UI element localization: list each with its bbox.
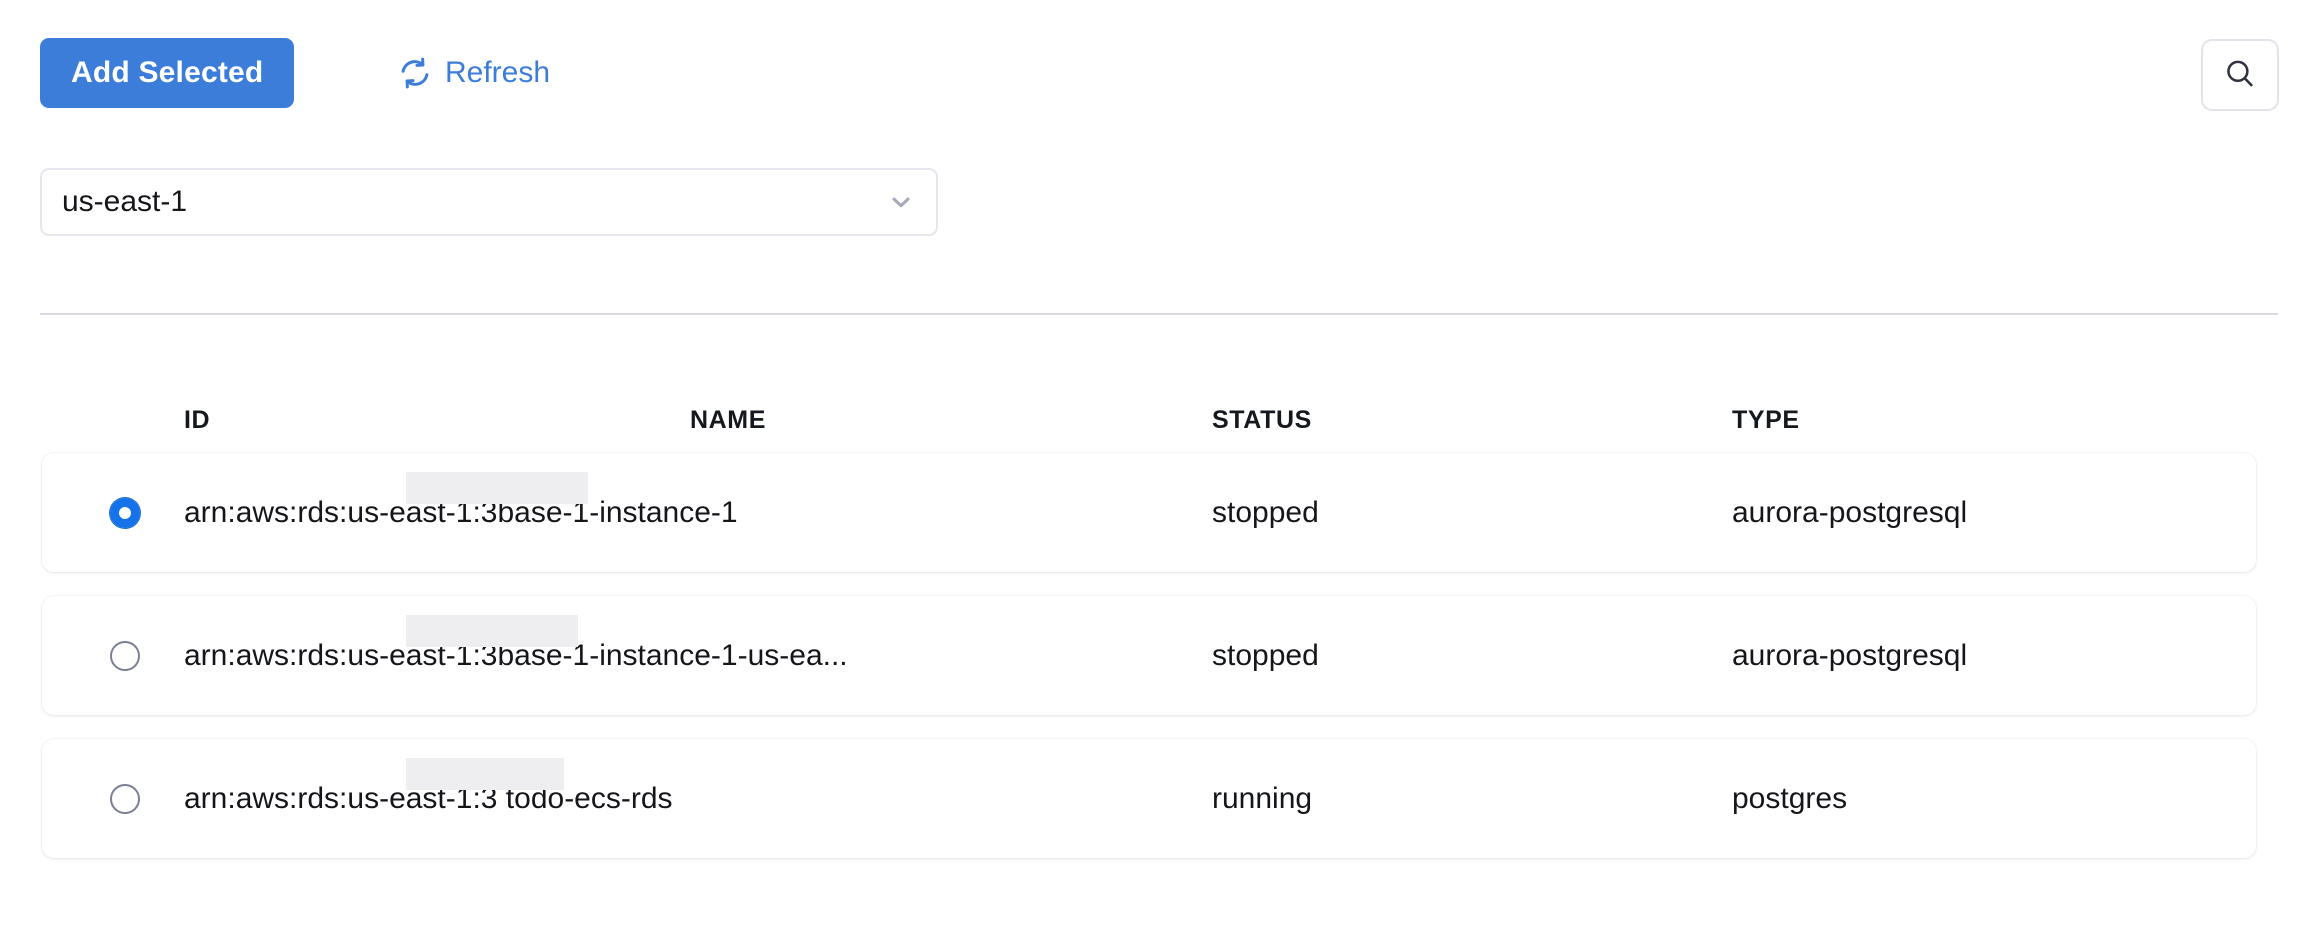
row-arn-prefix: arn:aws:rds:us-east-1:3: [184, 495, 498, 529]
row-id-cell: arn:aws:rds:us-east-1:3base-1-instance-1: [184, 453, 738, 572]
refresh-button[interactable]: Refresh: [398, 41, 550, 105]
row-type-cell: aurora-postgresql: [1732, 495, 1968, 529]
row-type-cell: aurora-postgresql: [1732, 638, 1968, 672]
row-select-radio-cell[interactable]: [90, 739, 160, 858]
row-arn-suffix: base-1-instance-1: [497, 495, 738, 529]
refresh-icon: [398, 56, 432, 90]
toolbar: Add Selected Refresh: [0, 0, 2298, 140]
column-header-id: ID: [184, 406, 211, 434]
table-row[interactable]: arn:aws:rds:us-east-1:3base-1-instance-1…: [42, 453, 2256, 572]
search-icon: [2222, 56, 2258, 95]
row-arn-suffix: todo-ecs-rds: [497, 781, 673, 815]
row-status-cell: running: [1212, 781, 1313, 815]
row-id-cell: arn:aws:rds:us-east-1:3 todo-ecs-rds: [184, 739, 673, 858]
table-header-row: ID NAME STATUS TYPE: [42, 360, 2256, 453]
column-header-name: NAME: [690, 406, 767, 434]
radio-button[interactable]: [110, 497, 140, 528]
row-status-cell: stopped: [1212, 638, 1319, 672]
row-arn: arn:aws:rds:us-east-1:3base-1-instance-1…: [184, 614, 848, 673]
table-row[interactable]: arn:aws:rds:us-east-1:3 todo-ecs-rds run…: [42, 739, 2256, 858]
radio-button[interactable]: [110, 640, 140, 671]
row-arn: arn:aws:rds:us-east-1:3 todo-ecs-rds: [184, 757, 673, 816]
region-select-value: us-east-1: [62, 185, 188, 218]
chevron-down-icon: [866, 188, 936, 216]
column-header-status: STATUS: [1212, 406, 1312, 434]
row-arn-prefix: arn:aws:rds:us-east-1:3: [184, 638, 498, 672]
row-status-cell: stopped: [1212, 495, 1319, 529]
column-header-type: TYPE: [1732, 406, 1800, 434]
search-button[interactable]: [2201, 39, 2279, 111]
row-type-cell: postgres: [1732, 781, 1848, 815]
add-selected-label: Add Selected: [71, 56, 264, 89]
row-select-radio-cell[interactable]: [90, 453, 160, 572]
row-arn-suffix: base-1-instance-1-us-ea...: [497, 638, 848, 672]
row-arn-prefix: arn:aws:rds:us-east-1:3: [184, 781, 498, 815]
instances-table: ID NAME STATUS TYPE arn:aws:rds:us-east-…: [0, 360, 2298, 882]
row-select-radio-cell[interactable]: [90, 596, 160, 715]
region-select[interactable]: us-east-1: [40, 168, 938, 236]
row-id-cell: arn:aws:rds:us-east-1:3base-1-instance-1…: [184, 596, 848, 715]
add-selected-button[interactable]: Add Selected: [40, 38, 295, 108]
radio-button[interactable]: [110, 783, 140, 814]
table-row[interactable]: arn:aws:rds:us-east-1:3base-1-instance-1…: [42, 596, 2256, 715]
section-divider: [40, 313, 2278, 315]
row-arn: arn:aws:rds:us-east-1:3base-1-instance-1: [184, 471, 738, 530]
refresh-label: Refresh: [445, 56, 551, 89]
